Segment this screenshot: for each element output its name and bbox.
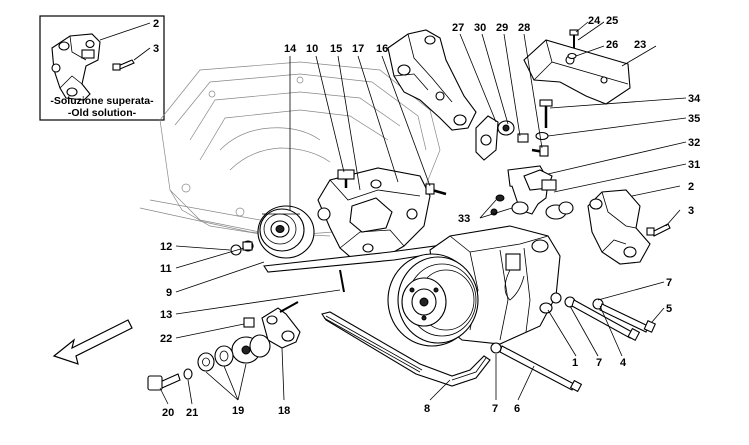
label-5: 5	[666, 303, 672, 315]
upper-mount-bracket	[387, 29, 477, 131]
label-23: 23	[634, 39, 646, 51]
fasteners-24-25-26	[567, 29, 579, 60]
label-2: 2	[688, 181, 694, 193]
label-7-bottom: 7	[492, 403, 498, 415]
inset-bracket	[51, 33, 135, 101]
label-16: 16	[376, 43, 388, 55]
old-solution-inset: 2 3 -Soluzione superata- -Old solution-	[39, 15, 165, 121]
label-3: 3	[688, 205, 694, 217]
label-10: 10	[306, 43, 318, 55]
label-28: 28	[518, 22, 530, 34]
leader-lines	[159, 21, 687, 405]
label-6: 6	[514, 403, 520, 415]
label-35: 35	[688, 113, 700, 125]
label-13: 13	[160, 309, 172, 321]
lower-idler-parts	[147, 301, 301, 391]
label-33: 33	[458, 213, 470, 225]
drive-belt-8	[321, 311, 491, 387]
label-12: 12	[160, 241, 172, 253]
label-26: 26	[606, 39, 618, 51]
label-19: 19	[232, 405, 244, 417]
label-30: 30	[474, 22, 486, 34]
label-27: 27	[452, 22, 464, 34]
label-4: 4	[620, 357, 627, 369]
label-7-mid: 7	[596, 357, 602, 369]
engine-block-outline	[139, 61, 441, 237]
bolt-10	[337, 169, 355, 188]
label-18: 18	[278, 405, 290, 417]
label-31: 31	[688, 159, 700, 171]
label-9: 9	[166, 287, 172, 299]
hose-fittings	[490, 165, 574, 220]
callout-labels: 14 10 15 17 16 27 30 29 28 24 25 26 23 3…	[160, 15, 701, 419]
inset-label-2: 2	[153, 18, 159, 30]
label-22: 22	[160, 333, 172, 345]
label-34: 34	[688, 93, 701, 105]
label-8: 8	[424, 403, 430, 415]
label-14: 14	[284, 43, 297, 55]
idler-pulley-14	[257, 205, 315, 259]
right-bracket-2	[587, 189, 671, 265]
label-29: 29	[496, 22, 508, 34]
ac-compressor	[387, 225, 561, 347]
bolt-13	[339, 269, 345, 293]
bolt-34-washer-35	[535, 99, 553, 141]
central-bracket	[317, 167, 431, 263]
arrow-forward-icon	[52, 319, 133, 365]
bolt-6-washer-7	[490, 342, 583, 393]
label-21: 21	[186, 407, 198, 419]
label-20: 20	[162, 407, 174, 419]
bolts-4-5-washers-7	[550, 292, 657, 342]
bolt-16	[425, 183, 447, 196]
inset-caption-italian: -Soluzione superata-	[50, 95, 154, 107]
label-24: 24	[588, 15, 601, 27]
tensioner-assembly	[475, 115, 549, 161]
nut-11-washer-12	[230, 240, 254, 256]
label-15: 15	[330, 43, 342, 55]
label-7-right: 7	[666, 277, 672, 289]
label-25: 25	[606, 15, 618, 27]
label-1: 1	[572, 357, 578, 369]
inset-label-3: 3	[153, 43, 159, 55]
label-32: 32	[688, 137, 700, 149]
label-17: 17	[352, 43, 364, 55]
inset-caption-english: -Old solution-	[68, 107, 137, 119]
label-11: 11	[160, 263, 172, 275]
